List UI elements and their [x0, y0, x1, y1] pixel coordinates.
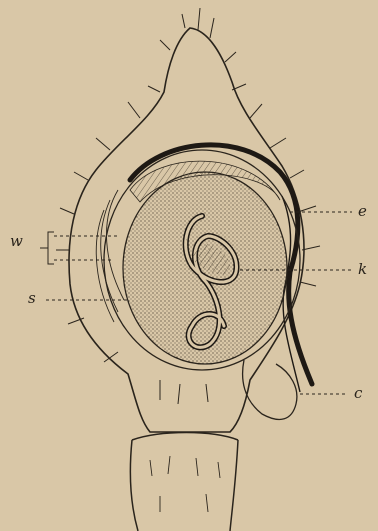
- stalk: [130, 433, 238, 531]
- lower-lobe: [243, 360, 297, 419]
- left-filaments: [96, 190, 124, 322]
- bracket-w: [40, 232, 54, 264]
- stalk-bristles: [150, 456, 220, 512]
- label-e: e: [358, 204, 367, 219]
- label-c: c: [354, 386, 362, 401]
- label-w: w: [10, 234, 23, 249]
- label-k: k: [358, 262, 367, 277]
- label-s: s: [28, 291, 36, 306]
